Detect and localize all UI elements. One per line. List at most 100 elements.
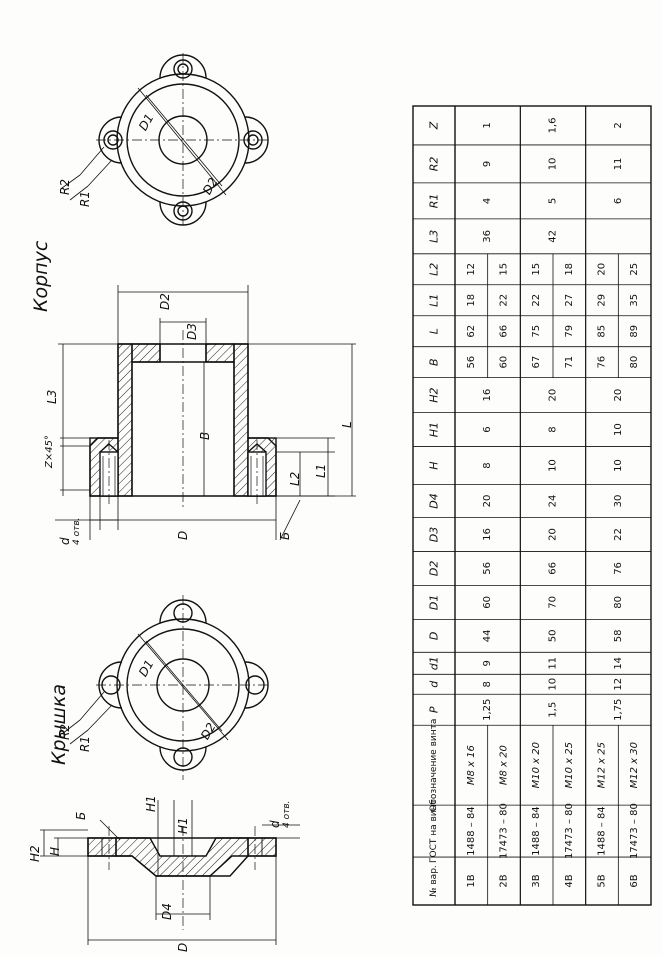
table-header-5: d1 — [428, 656, 441, 670]
table-cell: 85 — [597, 325, 608, 338]
table-header-16: L1 — [428, 294, 441, 307]
table-cell: 10 — [613, 423, 624, 436]
table-cell: 42 — [548, 230, 559, 243]
table-cell: 80 — [629, 356, 640, 369]
table-header-11: H — [428, 461, 441, 469]
table-cell: 16 — [482, 389, 493, 402]
table-cell: 76 — [613, 562, 624, 575]
table-cell: 4В — [564, 874, 575, 887]
table-cell: 1,25 — [482, 699, 493, 721]
table-header-21: Z — [428, 121, 441, 130]
table-cell: 15 — [531, 263, 542, 276]
table-cell: 5 — [548, 198, 559, 204]
table-cell: 62 — [466, 325, 477, 338]
table-cell: 36 — [482, 230, 493, 243]
table-cell: 75 — [531, 325, 542, 338]
table-cell: 1488 – 84 — [597, 806, 608, 856]
body-section-view — [55, 285, 356, 541]
table-cell: M8 x 20 — [499, 745, 510, 785]
table-cell: 58 — [613, 629, 624, 642]
table-cell: 17473 – 80 — [564, 803, 575, 859]
table-header-8: D2 — [428, 561, 441, 576]
table-cell: 22 — [531, 294, 542, 307]
table-cell: 60 — [482, 596, 493, 609]
table-cell: M8 x 16 — [466, 745, 477, 785]
table-header-1: ГОСТ на винт — [429, 799, 439, 863]
table-header-12: H1 — [428, 422, 441, 437]
table-cell: 22 — [613, 528, 624, 541]
table-header-14: B — [428, 358, 441, 366]
table-header-10: D4 — [428, 493, 441, 508]
table-cell: 1,5 — [548, 702, 559, 718]
table-header-6: D — [428, 632, 441, 640]
table-cell: M10 x 25 — [564, 742, 575, 788]
table-cell: 2 — [613, 122, 624, 128]
table-cell: 6В — [629, 874, 640, 887]
table-cell: 25 — [629, 263, 640, 276]
table-cell: 10 — [548, 158, 559, 171]
table-cell: 80 — [613, 596, 624, 609]
table-cell: 15 — [499, 263, 510, 276]
table-cell: 8 — [482, 462, 493, 468]
table-cell: 1,75 — [613, 699, 624, 721]
table-cell: 12 — [466, 263, 477, 276]
table-cell: 4 — [482, 198, 493, 204]
table-header-15: L — [428, 328, 441, 334]
table-cell: M10 x 20 — [531, 742, 542, 788]
table-cell: M12 x 30 — [629, 742, 640, 788]
table-cell: 70 — [548, 596, 559, 609]
table-cell: 35 — [629, 294, 640, 307]
cover-section-view — [40, 800, 300, 945]
table-cell: 10 — [613, 459, 624, 472]
table-cell: 71 — [564, 356, 575, 369]
table-cell: 56 — [482, 562, 493, 575]
table-cell: 10 — [548, 459, 559, 472]
table-cell: 11 — [548, 657, 559, 670]
table-cell: 1 — [482, 122, 493, 128]
table-header-0: № вар. — [429, 865, 439, 897]
table-cell: 79 — [564, 325, 575, 338]
table-cell: 66 — [499, 325, 510, 338]
cover-top-view — [61, 595, 270, 780]
table-cell: 2В — [499, 874, 510, 887]
table-cell: 12 — [613, 678, 624, 691]
table-cell: 20 — [548, 389, 559, 402]
table-cell: 20 — [548, 528, 559, 541]
table-cell: 22 — [499, 294, 510, 307]
table-cell: 56 — [466, 356, 477, 369]
table-cell: 9 — [482, 161, 493, 167]
table-header-9: D3 — [428, 527, 441, 542]
table-cell: 14 — [613, 657, 624, 670]
table-cell: 1488 – 84 — [531, 806, 542, 856]
table-frame — [412, 105, 652, 906]
table-cell: 6 — [482, 426, 493, 432]
table-header-19: R1 — [428, 194, 441, 209]
table-cell: 20 — [482, 495, 493, 508]
table-cell: 89 — [629, 325, 640, 338]
table-header-3: P — [428, 706, 441, 713]
table-cell: 11 — [613, 158, 624, 171]
table-cell: 8 — [482, 681, 493, 687]
table-cell: M12 x 25 — [597, 742, 608, 788]
table-cell: 44 — [482, 629, 493, 642]
table-cell: 10 — [548, 678, 559, 691]
table-cell: 29 — [597, 294, 608, 307]
table-cell: 16 — [482, 528, 493, 541]
table-cell: 18 — [466, 294, 477, 307]
table-cell: 5В — [597, 874, 608, 887]
table-header-20: R2 — [428, 157, 441, 172]
table-cell: 50 — [548, 629, 559, 642]
table-cell: 1В — [466, 874, 477, 887]
table-header-7: D1 — [428, 595, 441, 610]
table-cell: 1,6 — [548, 118, 559, 134]
table-header-17: L2 — [428, 263, 441, 276]
table-cell: 6 — [613, 198, 624, 204]
table-header-2: Обозначение винта — [429, 719, 439, 812]
table-cell: 67 — [531, 356, 542, 369]
body-top-view — [61, 53, 270, 226]
table-cell: 18 — [564, 263, 575, 276]
table-header-13: H2 — [428, 387, 441, 402]
